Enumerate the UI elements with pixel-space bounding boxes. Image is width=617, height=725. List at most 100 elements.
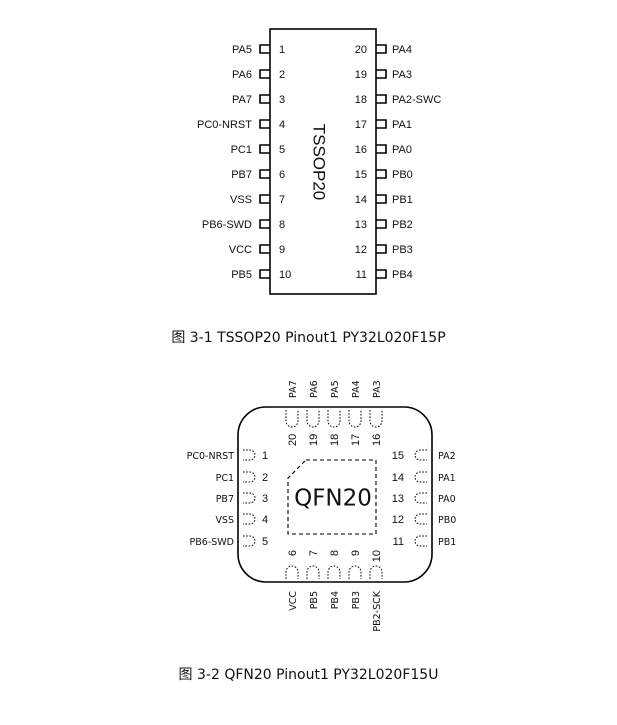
pin-pad <box>414 471 427 483</box>
tssop-pin-number: 8 <box>279 219 285 231</box>
tssop-pin-number: 6 <box>279 169 285 181</box>
tssop-pin-number: 13 <box>355 219 367 231</box>
pin-pad <box>259 94 270 104</box>
qfn-pin-number: 17 <box>350 434 362 446</box>
pin-pad <box>414 492 427 504</box>
tssop-pin-number: 10 <box>279 269 291 281</box>
pin-pad <box>259 169 270 179</box>
qfn-pin-label: PB3 <box>351 591 362 609</box>
qfn-body <box>237 406 433 583</box>
qfn-pin-label: VSS <box>215 515 234 526</box>
tssop-pin-number: 17 <box>355 119 367 131</box>
qfn-left-pin: VSS 4 <box>215 513 268 526</box>
qfn-pin-number: 9 <box>350 550 362 556</box>
tssop-pin-label: PA1 <box>392 119 412 131</box>
tssop-pin-label: PA2-SWC <box>392 94 441 106</box>
qfn-pin-number: 7 <box>308 550 320 556</box>
qfn-chip-name: QFN20 <box>294 486 372 512</box>
tssop-pin-label: PC1 <box>231 144 252 156</box>
qfn-pin-number: 8 <box>329 550 341 556</box>
tssop-pin-label: PA4 <box>392 44 412 56</box>
qfn-pin-label: PC1 <box>216 473 234 484</box>
qfn-pin-label: PB7 <box>216 494 234 505</box>
tssop-pin-label: PA3 <box>392 69 412 81</box>
tssop-pin-number: 12 <box>355 244 367 256</box>
qfn-pin-number: 13 <box>392 493 404 505</box>
pin-pad <box>285 410 299 428</box>
qfn-pin-label: PA5 <box>330 380 341 398</box>
qfn-top-pin: PA4 17 <box>348 380 362 446</box>
qfn-pin-label: PB4 <box>330 591 341 609</box>
qfn-top-pin: PA5 18 <box>327 380 341 446</box>
qfn-pin-number: 3 <box>262 493 268 505</box>
pin-pad <box>306 410 320 428</box>
tssop-pin-number: 4 <box>279 119 285 131</box>
qfn-package: QFN20PA720PA619PA518PA417PA3166VCC7PB58P… <box>187 380 457 631</box>
pin-pad <box>376 144 387 154</box>
tssop-pin: PB3 12 <box>355 244 413 256</box>
tssop-pin-number: 2 <box>279 69 285 81</box>
qfn-pin-number: 5 <box>262 536 268 548</box>
tssop-pin: PC1 5 <box>231 144 286 156</box>
qfn-pin-label: PB0 <box>438 515 456 526</box>
pin-pad <box>376 219 387 229</box>
pin-pad <box>259 194 270 204</box>
qfn-pin-label: PB1 <box>438 537 456 548</box>
qfn-pin-number: 18 <box>329 434 341 446</box>
qfn-exposed-pad <box>287 459 377 535</box>
qfn-pin-label: PA2 <box>438 451 456 462</box>
qfn-pin-number: 4 <box>262 514 268 526</box>
qfn-pin-number: 6 <box>287 550 299 556</box>
pin-pad <box>243 471 256 483</box>
tssop-pin-label: PB3 <box>392 244 413 256</box>
pin-pad <box>414 513 427 525</box>
pin-pad <box>306 565 320 579</box>
pin-pad <box>348 410 362 428</box>
tssop-pin-label: PB0 <box>392 169 413 181</box>
tssop-pin-number: 3 <box>279 94 285 106</box>
tssop-pin-number: 5 <box>279 144 285 156</box>
tssop-pin-label: PB5 <box>231 269 252 281</box>
pin-pad <box>243 449 256 461</box>
qfn-pin-label: PA6 <box>309 380 320 398</box>
tssop-body <box>269 28 377 295</box>
tssop-pin-label: VCC <box>229 244 252 256</box>
pin-pad <box>259 119 270 129</box>
qfn-pin-label: PA0 <box>438 494 456 505</box>
tssop-pin: PB5 10 <box>231 269 291 281</box>
pin-pad <box>376 44 387 54</box>
tssop-pin-number: 19 <box>355 69 367 81</box>
qfn-pin-label: PB2-SCK <box>372 590 383 631</box>
qfn-pin-label: PA4 <box>351 380 362 398</box>
pin-pad <box>376 244 387 254</box>
tssop-pin-number: 14 <box>355 194 367 206</box>
pin-pad <box>376 119 387 129</box>
tssop-pin-number: 20 <box>355 44 367 56</box>
pin-pad <box>259 69 270 79</box>
tssop-pin-label: PA6 <box>232 69 252 81</box>
tssop-pin: PA6 2 <box>232 69 285 81</box>
pin-pad <box>327 410 341 428</box>
tssop-pin-number: 7 <box>279 194 285 206</box>
pin-pad <box>285 565 299 579</box>
pin-pad <box>259 44 270 54</box>
pin-pad <box>243 535 256 547</box>
qfn-pin-number: 14 <box>392 472 404 484</box>
tssop-pin-number: 11 <box>356 269 367 281</box>
pin-pad <box>259 144 270 154</box>
